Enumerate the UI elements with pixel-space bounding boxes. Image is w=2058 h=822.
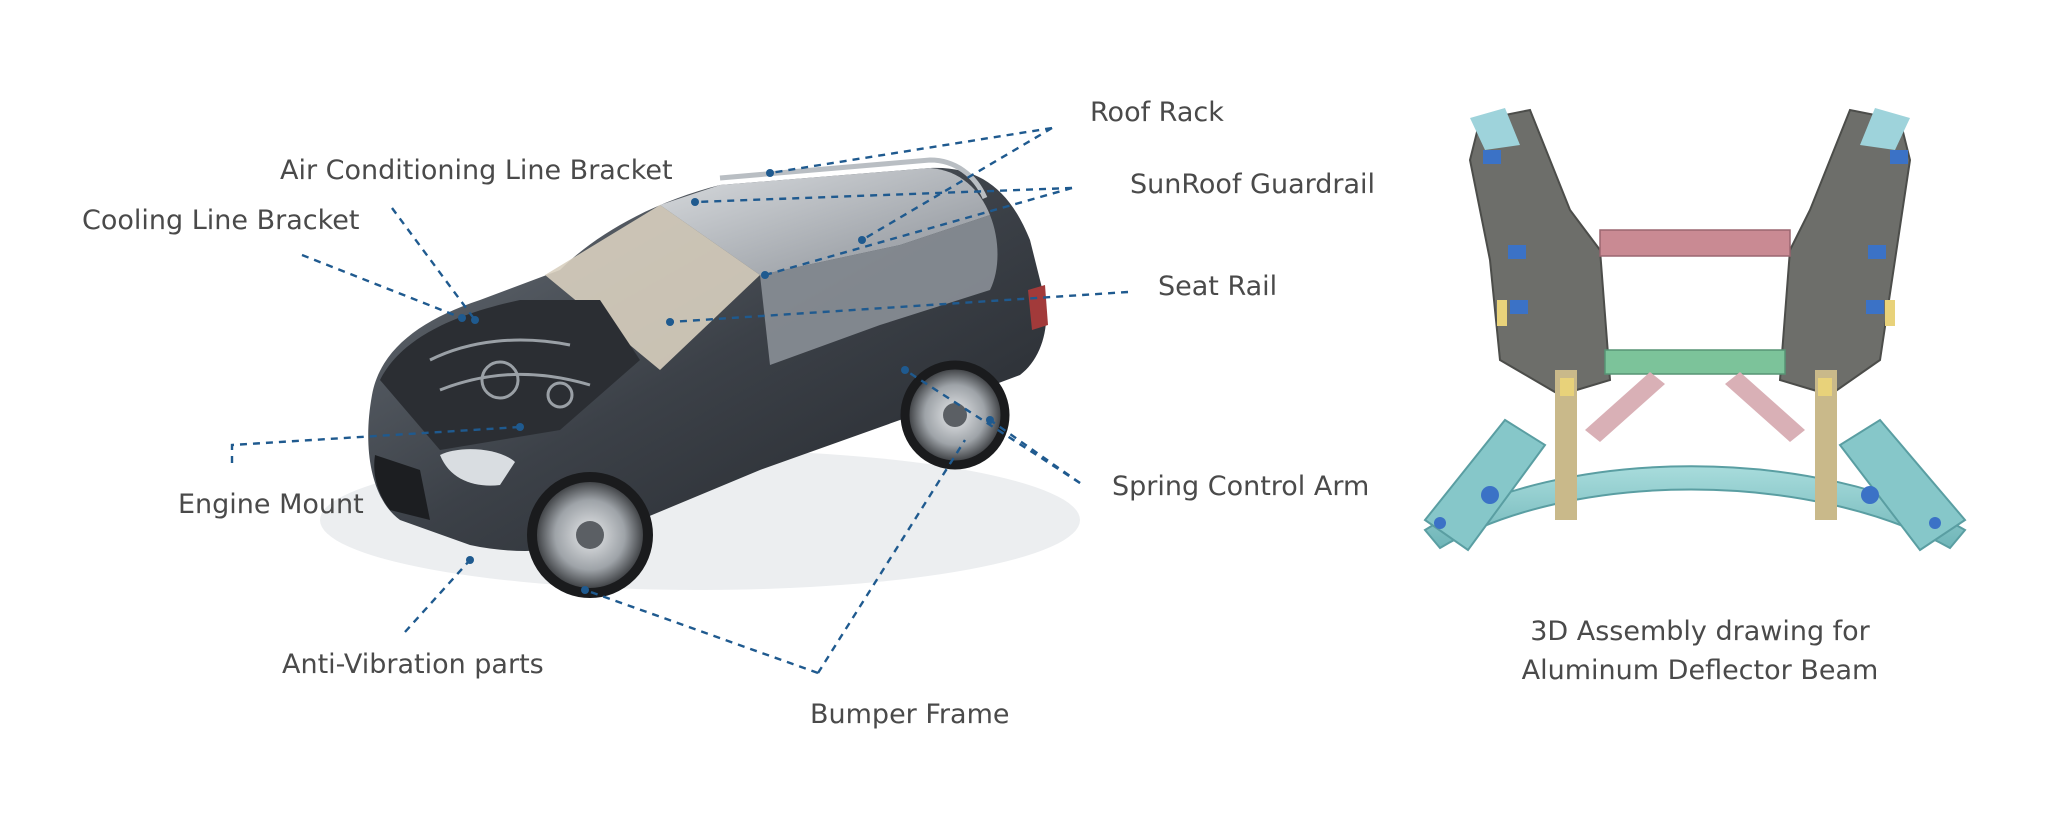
leader-spring-arm-2 xyxy=(904,368,1081,485)
right-tower-cap xyxy=(1860,108,1910,150)
leader-roof-rack xyxy=(769,126,1053,175)
label-cooling-line-bracket: Cooling Line Bracket xyxy=(82,205,360,236)
left-diagonal-brace xyxy=(1585,372,1665,442)
yellow-brackets xyxy=(1497,300,1895,396)
leader-antivib xyxy=(404,559,471,633)
right-tower xyxy=(1778,108,1912,397)
leader-aircon xyxy=(391,207,476,321)
car-headlight xyxy=(440,449,515,486)
label-seat-rail: Seat Rail xyxy=(1158,271,1278,302)
left-angled-member xyxy=(1423,418,1547,552)
label-sunroof-guardrail: SunRoof Guardrail xyxy=(1130,169,1376,200)
right-angled-member xyxy=(1838,418,1967,552)
label-roof-rack: Roof Rack xyxy=(1090,97,1224,128)
label-anti-vibration-parts: Anti-Vibration parts xyxy=(282,649,544,680)
car-illustration xyxy=(320,157,1080,598)
label-spring-control-arm: Spring Control Arm xyxy=(1112,471,1370,502)
left-post xyxy=(1555,370,1577,520)
label-bumper-frame: Bumper Frame xyxy=(810,699,1010,730)
right-diagonal-brace xyxy=(1725,372,1805,442)
label-air-conditioning-line-bracket: Air Conditioning Line Bracket xyxy=(280,155,673,186)
deflector-beam-assembly xyxy=(1423,108,1967,552)
caption-line-1: 3D Assembly drawing for xyxy=(1530,616,1870,647)
car-roof-rail xyxy=(719,157,988,200)
car-side-windows xyxy=(760,215,998,365)
leader-sunroof-1 xyxy=(694,186,1073,204)
car-roof-glass xyxy=(660,168,990,275)
lower-green-rail xyxy=(1604,349,1786,375)
leader-cooling xyxy=(301,253,463,320)
leader-roof-rack-2 xyxy=(861,126,1053,242)
leader-dots xyxy=(458,169,994,594)
engine-details xyxy=(429,338,591,409)
leader-lines xyxy=(230,126,1129,675)
upper-pink-rail xyxy=(1599,229,1791,257)
front-wheel-hub xyxy=(576,521,604,549)
leader-bumper-1 xyxy=(584,588,819,675)
label-engine-mount: Engine Mount xyxy=(178,489,364,520)
car-windshield xyxy=(545,205,760,370)
car-tail-light xyxy=(1028,285,1048,330)
leader-engine-mount xyxy=(230,425,521,463)
leader-seat-rail xyxy=(669,290,1129,324)
left-tower-cap xyxy=(1470,108,1520,150)
car-grille xyxy=(374,455,430,520)
leader-sunroof-2 xyxy=(764,186,1073,277)
bolt-brackets xyxy=(1434,150,1941,529)
assembly-caption: 3D Assembly drawing for Aluminum Deflect… xyxy=(1440,612,1960,690)
leader-bumper-2 xyxy=(816,439,967,674)
right-post xyxy=(1815,370,1837,520)
rear-wheel-hub xyxy=(943,403,967,427)
caption-line-2: Aluminum Deflector Beam xyxy=(1521,655,1879,687)
